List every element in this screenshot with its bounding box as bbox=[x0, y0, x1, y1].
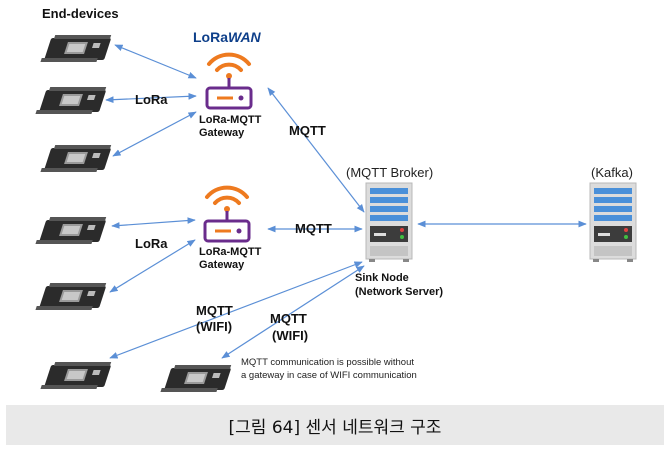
gateway-2-label-line1: LoRa-MQTT bbox=[199, 246, 262, 258]
link-device1-gateway1 bbox=[114, 44, 197, 79]
link-device3-gateway1 bbox=[112, 111, 197, 157]
end-device-4 bbox=[35, 217, 107, 244]
end-device-wifi bbox=[160, 365, 232, 392]
lora-label-1: LoRa bbox=[135, 92, 168, 107]
sink-node-label-line2: (Network Server) bbox=[355, 286, 443, 298]
mqtt-label-1: MQTT bbox=[289, 123, 326, 138]
sink-node-label-line1: Sink Node bbox=[355, 272, 409, 284]
mqtt-wifi-label-1-line1: MQTT bbox=[196, 303, 233, 318]
end-device-1 bbox=[40, 35, 112, 62]
gateway-router-1-icon bbox=[205, 52, 253, 110]
end-device-3 bbox=[40, 145, 112, 172]
network-diagram: End-devices LoRaWAN LoRa LoRa LoRa-MQTT … bbox=[35, 6, 637, 392]
link-gateway1-broker bbox=[267, 87, 365, 213]
mqtt-wifi-label-2-line1: MQTT bbox=[270, 311, 307, 326]
end-device-2 bbox=[35, 87, 107, 114]
lorawan-logo: LoRaWAN bbox=[193, 29, 262, 45]
gateway-1-label-line2: Gateway bbox=[199, 127, 245, 139]
link-device2-gateway1 bbox=[105, 92, 197, 104]
end-device-6 bbox=[40, 362, 112, 389]
gateway-router-2-icon bbox=[203, 185, 251, 243]
kafka-server-icon bbox=[589, 182, 637, 263]
wifi-note-line2: a gateway in case of WIFI communication bbox=[241, 370, 417, 381]
link-device4-gateway2 bbox=[111, 217, 196, 229]
lora-label-2: LoRa bbox=[135, 236, 168, 251]
gateway-1-label-line1: LoRa-MQTT bbox=[199, 114, 262, 126]
end-devices-title: End-devices bbox=[42, 6, 119, 21]
link-wifi-device-broker bbox=[221, 265, 365, 359]
end-device-5 bbox=[35, 283, 107, 310]
gateway-2-label-line2: Gateway bbox=[199, 259, 245, 271]
sink-node-server-icon bbox=[365, 182, 413, 263]
mqtt-label-2: MQTT bbox=[295, 221, 332, 236]
figure-caption: [그림 64] 센서 네트워크 구조 bbox=[6, 405, 664, 445]
broker-label: (MQTT Broker) bbox=[346, 165, 433, 180]
link-device6-broker-wifi bbox=[109, 261, 363, 359]
wifi-note-line1: MQTT communication is possible without bbox=[241, 357, 414, 368]
mqtt-wifi-label-2-line2: (WIFI) bbox=[272, 328, 308, 343]
kafka-label: (Kafka) bbox=[591, 165, 633, 180]
mqtt-wifi-label-1-line2: (WIFI) bbox=[196, 319, 232, 334]
